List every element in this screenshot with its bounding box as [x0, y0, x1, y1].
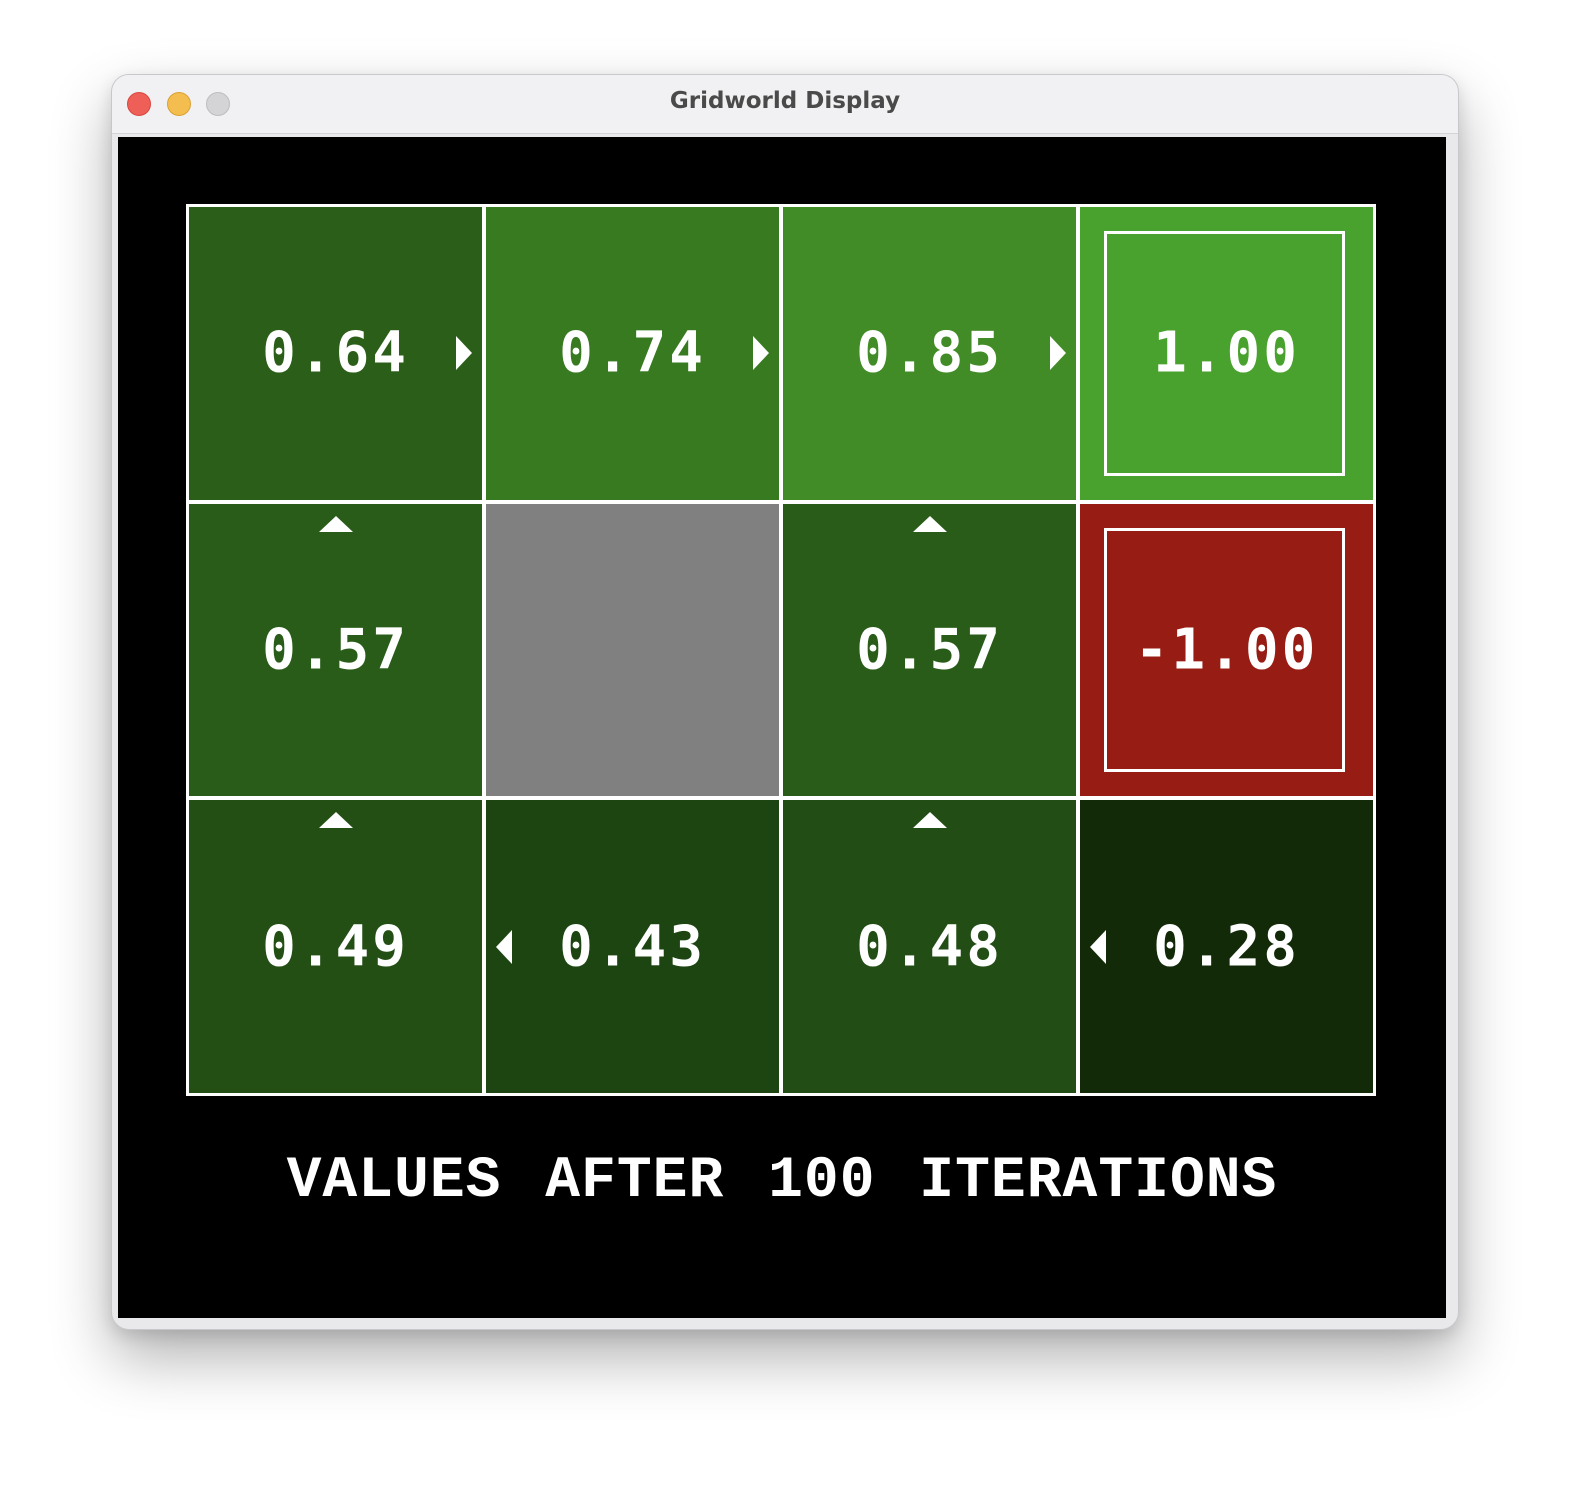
- cell-value: -1.00: [1134, 617, 1319, 683]
- cell-value: 0.64: [262, 320, 409, 386]
- policy-arrow-up-icon: [318, 515, 353, 532]
- cell-value: 0.85: [856, 320, 1003, 386]
- grid-cell: 0.57: [783, 503, 1076, 797]
- grid-cell: 0.64: [189, 207, 482, 500]
- policy-arrow-right-icon: [1050, 336, 1066, 371]
- cell-value: 0.74: [559, 320, 706, 386]
- policy-arrow-left-icon: [496, 929, 512, 964]
- close-button[interactable]: [127, 92, 151, 116]
- iteration-caption: VALUES AFTER 100 ITERATIONS: [286, 1149, 1278, 1214]
- cell-value: 0.28: [1153, 914, 1300, 980]
- value-grid: 0.64 0.74 0.85 1.00 0.57 0.57 -1.00 0.49 0.43 0.4…: [186, 204, 1376, 1096]
- grid-cell: 0.85: [783, 207, 1076, 500]
- terminal-box: [1104, 231, 1345, 476]
- minimize-button[interactable]: [167, 92, 191, 116]
- grid-cell: 0.48: [783, 800, 1076, 1093]
- title-bar[interactable]: Gridworld Display: [112, 75, 1458, 134]
- cell-value: 0.57: [262, 617, 409, 683]
- wall-cell: [486, 503, 779, 797]
- cell-value: 1.00: [1153, 320, 1300, 386]
- terminal-cell: -1.00: [1080, 503, 1373, 797]
- policy-arrow-up-icon: [912, 515, 947, 532]
- gridworld-canvas: 0.64 0.74 0.85 1.00 0.57 0.57 -1.00 0.49 0.43 0.4…: [118, 137, 1446, 1318]
- grid-cell: 0.49: [189, 800, 482, 1093]
- policy-arrow-up-icon: [318, 812, 353, 829]
- cell-value: 0.43: [559, 914, 706, 980]
- grid-cell: 0.57: [189, 503, 482, 797]
- policy-arrow-right-icon: [456, 336, 472, 371]
- grid-cell: 0.74: [486, 207, 779, 500]
- zoom-button[interactable]: [206, 92, 230, 116]
- policy-arrow-up-icon: [912, 812, 947, 829]
- terminal-cell: 1.00: [1080, 207, 1373, 500]
- cell-value: 0.57: [856, 617, 1003, 683]
- policy-arrow-right-icon: [753, 336, 769, 371]
- grid-cell: 0.28: [1080, 800, 1373, 1093]
- terminal-box: [1104, 527, 1345, 773]
- window-title: Gridworld Display: [669, 88, 901, 114]
- policy-arrow-left-icon: [1090, 929, 1106, 964]
- cell-value: 0.48: [856, 914, 1003, 980]
- cell-value: 0.49: [262, 914, 409, 980]
- grid-cell: 0.43: [486, 800, 779, 1093]
